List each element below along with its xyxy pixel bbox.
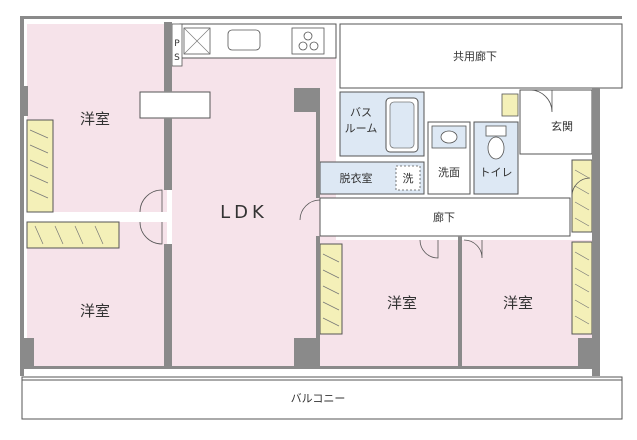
closet-2 (26, 221, 120, 249)
toilet-room (473, 121, 519, 195)
western-room-4 (462, 240, 592, 368)
ldk-partition (139, 91, 211, 119)
bathroom-label-line2: ルーム (345, 122, 378, 135)
western-room-3-label: 洋室 (387, 294, 417, 312)
hallway (319, 197, 571, 237)
pipe-space-label-p: P (174, 39, 180, 49)
walls (20, 16, 622, 376)
balcony (21, 376, 623, 420)
ldk-label: LDK (220, 202, 268, 223)
common-corridor (339, 23, 623, 89)
balcony-label: バルコニー (291, 392, 346, 405)
dressing-room (319, 161, 425, 195)
dressing-room-label: 脱衣室 (340, 171, 373, 185)
closet-5 (571, 241, 593, 335)
western-room-3 (320, 240, 458, 368)
western-room-4-label: 洋室 (503, 294, 533, 312)
common-corridor-label: 共用廊下 (453, 49, 497, 63)
stove-icon (291, 27, 325, 55)
pipe-space-label-s: S (174, 53, 180, 63)
closet-4 (571, 159, 593, 233)
closet-3 (319, 243, 343, 335)
ldk-room (172, 24, 336, 368)
washroom-label: 洗面 (438, 166, 460, 179)
toilet-label: トイレ (480, 166, 513, 179)
western-room-2-label: 洋室 (80, 302, 110, 320)
bathroom (339, 91, 425, 157)
closet-1 (26, 119, 54, 213)
western-room-1-label: 洋室 (80, 110, 110, 128)
hallway-label: 廊下 (433, 210, 455, 224)
washer-label: 洗 (403, 172, 414, 185)
entrance-label: 玄関 (551, 119, 573, 133)
bathroom-label-line1: バス (350, 106, 372, 119)
shoe-cabinet (501, 93, 519, 117)
washroom (427, 121, 471, 195)
doors (139, 89, 591, 259)
entrance-area (519, 89, 593, 155)
